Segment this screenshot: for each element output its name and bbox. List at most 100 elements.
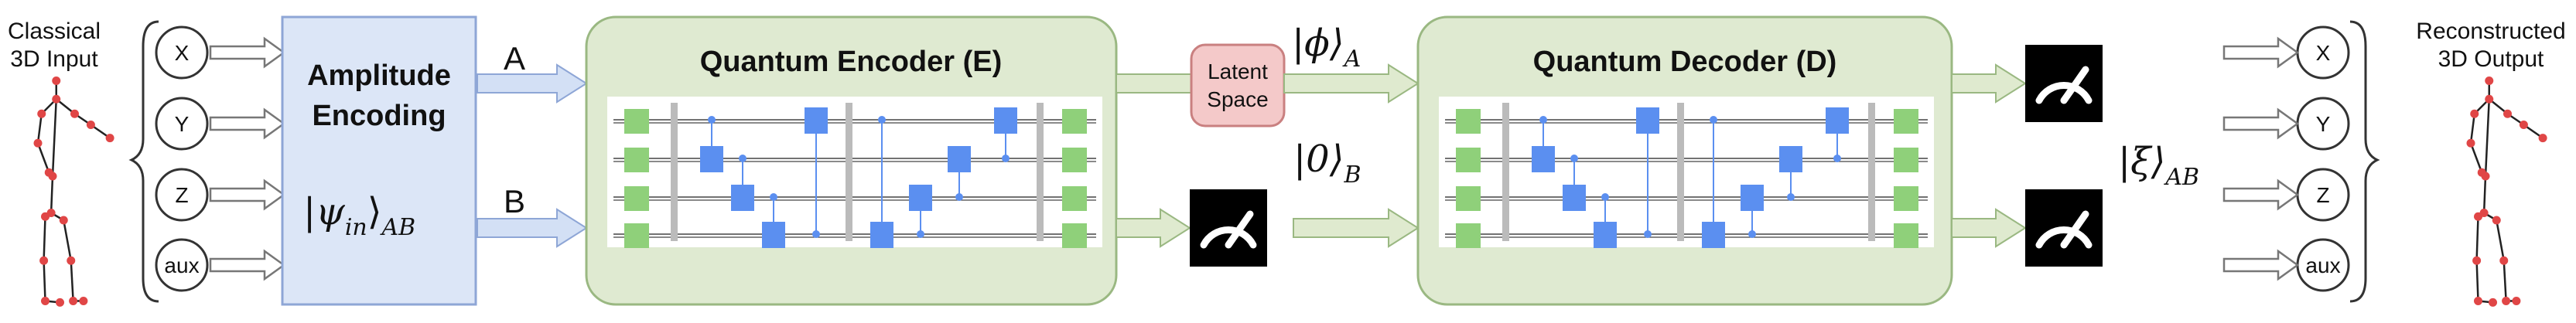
meter-arc [2035,82,2093,104]
input-title-line1: Classical [8,19,101,44]
skeleton-joint [2502,297,2511,305]
control-dot [878,116,886,124]
barrier [1037,103,1044,241]
barrier [671,103,678,241]
arrow-encoder-to-measure [1115,208,1191,248]
cry-gate [909,185,932,211]
input-node-label: Z [175,183,188,207]
meter-needle [2060,66,2089,104]
encoder-circuit [607,97,1102,248]
ry-gate [1894,109,1918,134]
skeleton-bone [2475,216,2479,261]
skeleton-joint [69,297,78,305]
circuit-panel [1439,97,1934,247]
output-node-label: aux [2305,253,2340,277]
control-dot [1570,155,1578,162]
skeleton-joint [79,297,88,305]
skeleton-joint [2470,109,2479,118]
cry-gate [1532,146,1555,172]
output-brace [2349,20,2380,303]
barrier [1868,103,1875,241]
input-node-z [155,168,209,222]
cry-gate [948,146,971,172]
meter-arc [2035,226,2093,249]
circuit-panel [607,97,1102,247]
ry-gate [1062,186,1087,211]
ry-gate [1456,109,1481,134]
cry-gate [870,222,893,248]
skeleton-joint [56,298,64,307]
input-node-y [155,97,209,151]
control-dot [1748,230,1756,238]
meter-needle [1225,210,1254,249]
skeleton-bone [43,216,46,261]
meter-needle [2060,210,2089,249]
latent-line1: Latent [1208,60,1268,83]
skeleton-bone [2469,142,2483,173]
decoder-circuit [1439,97,1934,248]
skeleton-joint [52,94,61,104]
skeleton-joint [105,134,114,143]
skeleton-joint [52,76,61,85]
latent-line2: Space [1207,87,1268,111]
amplitude-title-line2: Encoding [312,100,446,132]
skeleton-joint [2466,138,2475,148]
output-node-arrow [2222,107,2300,140]
cry-gate [700,146,723,172]
skeleton-bone [50,175,54,213]
ry-gate [1894,223,1918,248]
skeleton-bone [36,142,50,173]
output-node-label: Y [2316,112,2331,136]
output-node-label: X [2316,41,2331,65]
control-dot [739,155,746,162]
ry-gate [1894,148,1918,172]
branch-label-b: B [504,183,525,219]
ry-gate [1456,186,1481,211]
arrow-a [477,63,588,104]
skeleton-bone [2469,114,2475,144]
meter-arc [1200,226,1257,249]
cry-gate [1779,146,1802,172]
control-dot [1833,155,1841,162]
ry-gate [1062,109,1087,134]
ry-gate [1456,223,1481,248]
skeleton-bone [2496,219,2505,261]
measurement-icon [2025,189,2103,267]
control-dot [1710,116,1717,124]
skeleton-bone [2484,99,2490,177]
branch-label-a: A [504,40,525,76]
decoder-title: Quantum Decoder (D) [1533,46,1837,78]
input-node-arrow [209,107,286,140]
arrow-b [477,208,588,248]
skeleton-bone [2482,175,2487,213]
skeleton-joint [86,121,95,129]
input-node-arrow [209,178,286,211]
input-title-line2: 3D Input [10,46,98,72]
ry-gate [1062,223,1087,248]
input-brace [128,20,159,303]
skeleton-bone [51,99,57,177]
ry-gate [1456,148,1481,172]
skeleton-joint [41,212,50,221]
ry-gate [624,186,649,211]
skeleton-joint [2489,298,2497,307]
input-node-arrow [209,36,286,69]
cry-gate [805,107,828,134]
control-dot [1644,230,1652,238]
cry-gate [731,185,754,211]
skeleton-joint [37,109,46,118]
control-dot [770,193,777,201]
skeleton-bone [70,260,74,301]
output-title-line1: Reconstructed [2416,19,2565,44]
arrow-zero-to-decoder [1293,208,1420,248]
skeleton-joint [41,297,50,305]
input-node-label: Y [175,112,190,136]
ry-gate [624,109,649,134]
skeleton-joint [2481,172,2490,181]
cry-gate [762,222,785,248]
cry-gate [1594,222,1617,248]
output-node-arrow [2222,178,2300,211]
input-node-x [155,26,209,80]
input-node-aux [155,238,209,292]
arrow-latent-to-decoder [1283,63,1420,104]
